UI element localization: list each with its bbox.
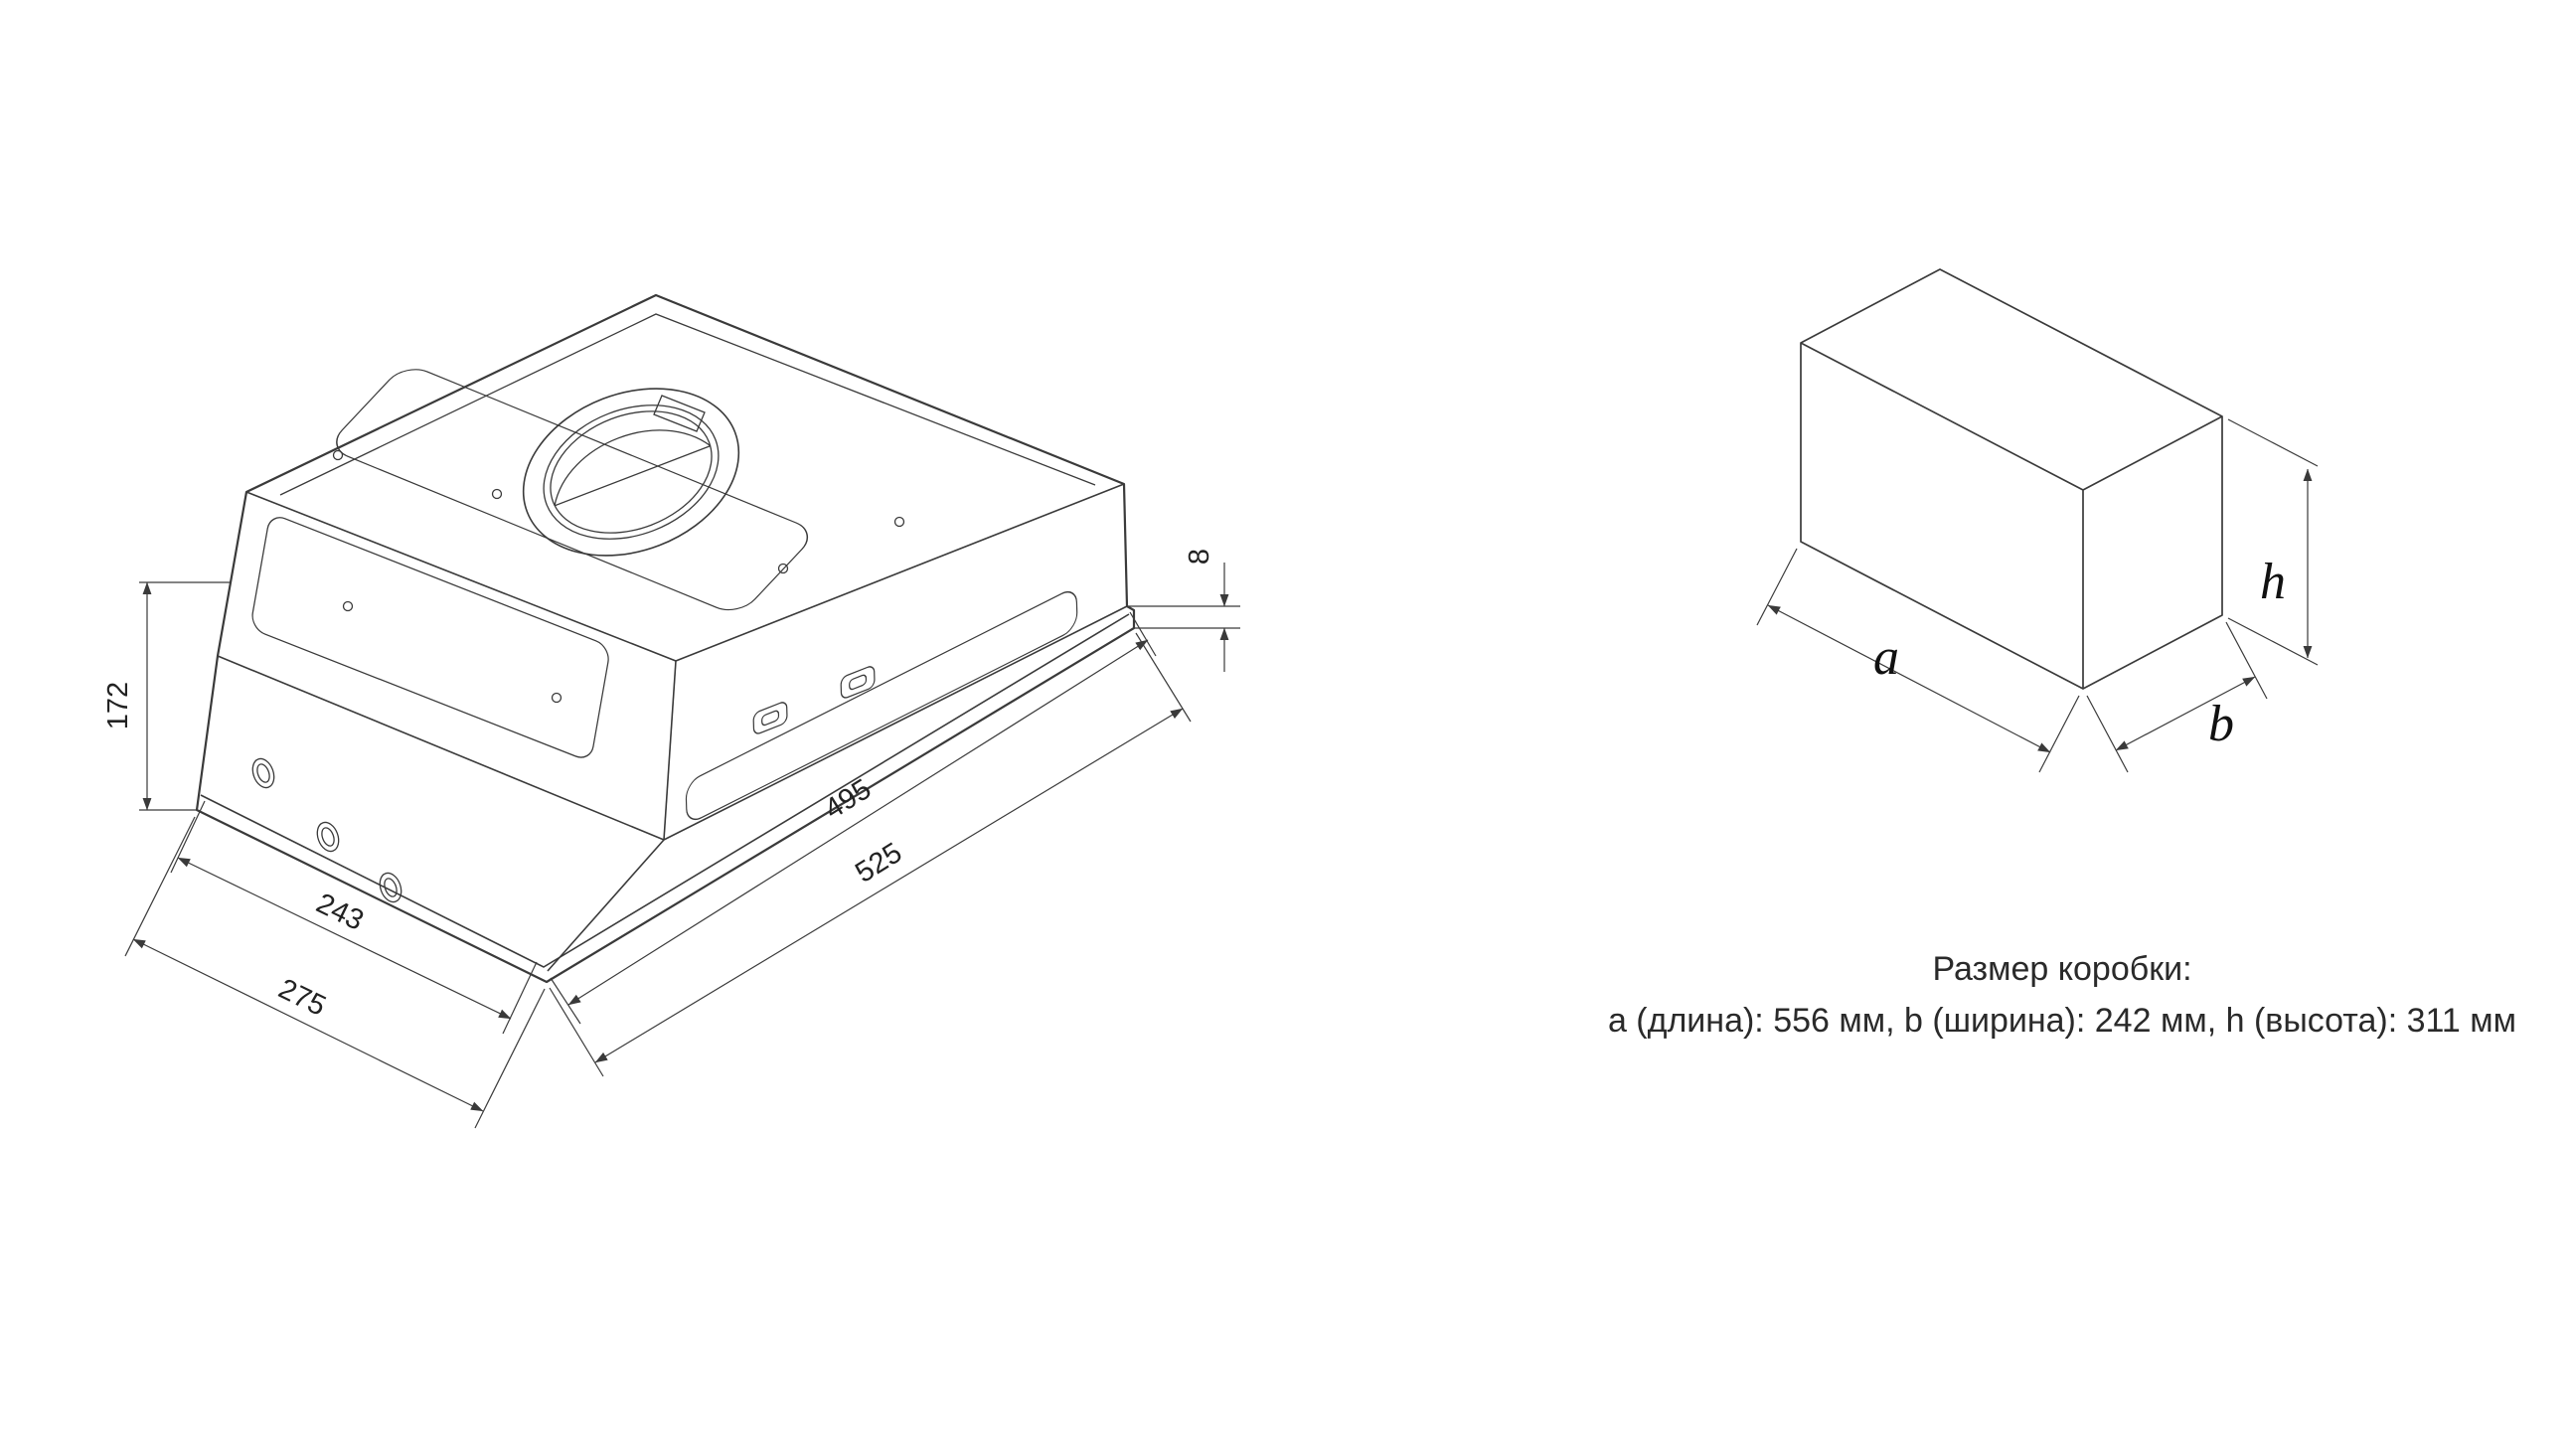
duct-collar (522, 388, 740, 557)
hood-outline (195, 293, 1136, 984)
dim-label-height: 172 (102, 682, 134, 729)
box-label-h: h (2260, 554, 2286, 610)
box-label-b: b (2208, 696, 2234, 752)
dimension-height-172: 172 (102, 581, 231, 811)
dim-label-length-outer: 525 (850, 837, 907, 890)
collar-tab (653, 395, 706, 432)
hood-isometric-drawing: 172 8 495 525 243 (102, 293, 1240, 1129)
dim-label-flange: 8 (1184, 549, 1215, 565)
top-screws (332, 449, 905, 574)
box-dimension-a: a (1756, 548, 2080, 773)
box-outline (1800, 268, 2223, 690)
box-inner-edges (1800, 342, 2223, 689)
dim-label-width-outer: 275 (273, 973, 331, 1023)
caption-title: Размер коробки: (1932, 950, 2191, 988)
box-size-caption: Размер коробки: a (длина): 556 мм, b (ши… (1608, 950, 2516, 1040)
box-dimension-h: h (2227, 418, 2319, 666)
top-mounting-plate (336, 369, 809, 611)
dimension-flange-8: 8 (1127, 549, 1240, 672)
box-dimension-b: b (2086, 621, 2268, 773)
caption-details: a (длина): 556 мм, b (ширина): 242 мм, h… (1608, 1002, 2516, 1040)
dim-label-width-inner: 243 (311, 888, 369, 937)
packaging-box-diagram: a b h (1756, 268, 2319, 773)
box-label-a: a (1873, 629, 1899, 686)
